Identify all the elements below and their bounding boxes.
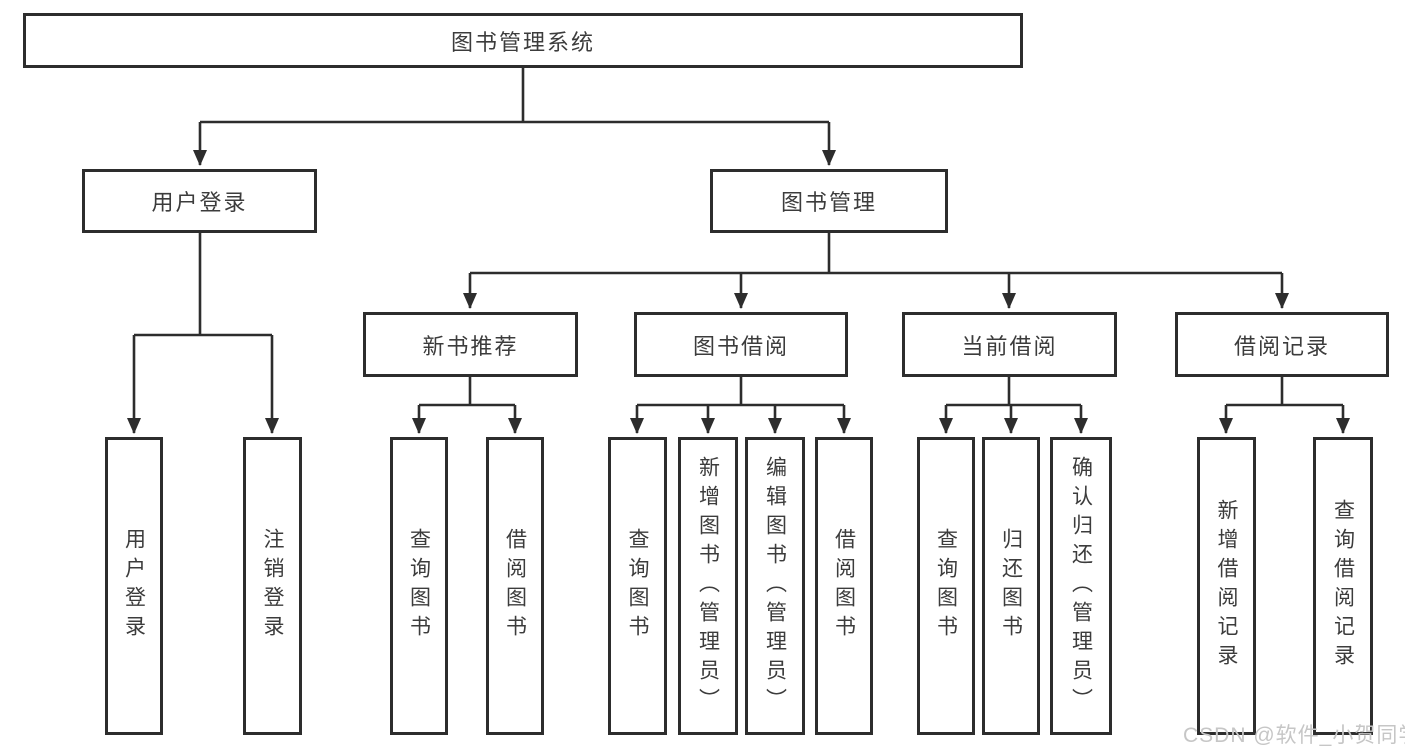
leaf-current-return-books: 归还图书 [982,437,1040,735]
leaf-record-add-record-label: 新增借阅记录 [1215,499,1238,673]
leaf-newbook-borrow-books: 借阅图书 [486,437,544,735]
leaf-newbook-query-books: 查询图书 [390,437,448,735]
node-borrow-record: 借阅记录 [1175,312,1389,377]
node-user-login-label: 用户登录 [151,190,248,215]
node-borrow-record-label: 借阅记录 [1233,333,1330,359]
leaf-newbook-borrow-books-label: 借阅图书 [503,528,527,644]
leaf-record-query-record: 查询借阅记录 [1313,437,1373,735]
node-current-borrow: 当前借阅 [902,312,1117,377]
node-current-borrow-label: 当前借阅 [961,333,1058,359]
leaf-logout: 注销登录 [243,437,302,735]
leaf-user-login-label: 用户登录 [122,528,146,644]
leaf-borrow-edit-books-admin-label: 编辑图书（管理员） [763,455,787,717]
node-new-book-recommend-label: 新书推荐 [422,333,519,359]
leaf-borrow-add-books-admin-label: 新增图书（管理员） [696,455,720,717]
leaf-newbook-query-books-label: 查询图书 [407,528,431,644]
node-book-borrow-label: 图书借阅 [692,333,789,359]
leaf-record-query-record-label: 查询借阅记录 [1331,499,1355,673]
leaf-borrow-borrow-books: 借阅图书 [815,437,873,735]
leaf-record-add-record: 新增借阅记录 [1197,437,1256,735]
leaf-user-login: 用户登录 [105,437,163,735]
node-user-login: 用户登录 [82,169,317,233]
node-book-management-label: 图书管理 [780,190,877,215]
leaf-current-confirm-return-admin-label: 确认归还（管理员） [1069,455,1093,717]
leaf-current-query-books-label: 查询图书 [934,528,958,644]
node-new-book-recommend: 新书推荐 [363,312,578,377]
watermark: CSDN @软件_小贺同学 [1183,724,1405,747]
node-root-label: 图书管理系统 [450,29,595,55]
leaf-logout-label: 注销登录 [261,528,284,644]
node-book-borrow: 图书借阅 [634,312,848,377]
leaf-current-return-books-label: 归还图书 [999,528,1023,644]
node-root: 图书管理系统 [23,13,1023,68]
leaf-current-query-books: 查询图书 [917,437,975,735]
leaf-borrow-add-books-admin: 新增图书（管理员） [678,437,738,735]
leaf-current-confirm-return-admin: 确认归还（管理员） [1050,437,1112,735]
leaf-borrow-query-books-label: 查询图书 [626,528,649,644]
leaf-borrow-query-books: 查询图书 [608,437,667,735]
node-book-management: 图书管理 [710,169,948,233]
leaf-borrow-borrow-books-label: 借阅图书 [832,528,856,644]
leaf-borrow-edit-books-admin: 编辑图书（管理员） [745,437,805,735]
